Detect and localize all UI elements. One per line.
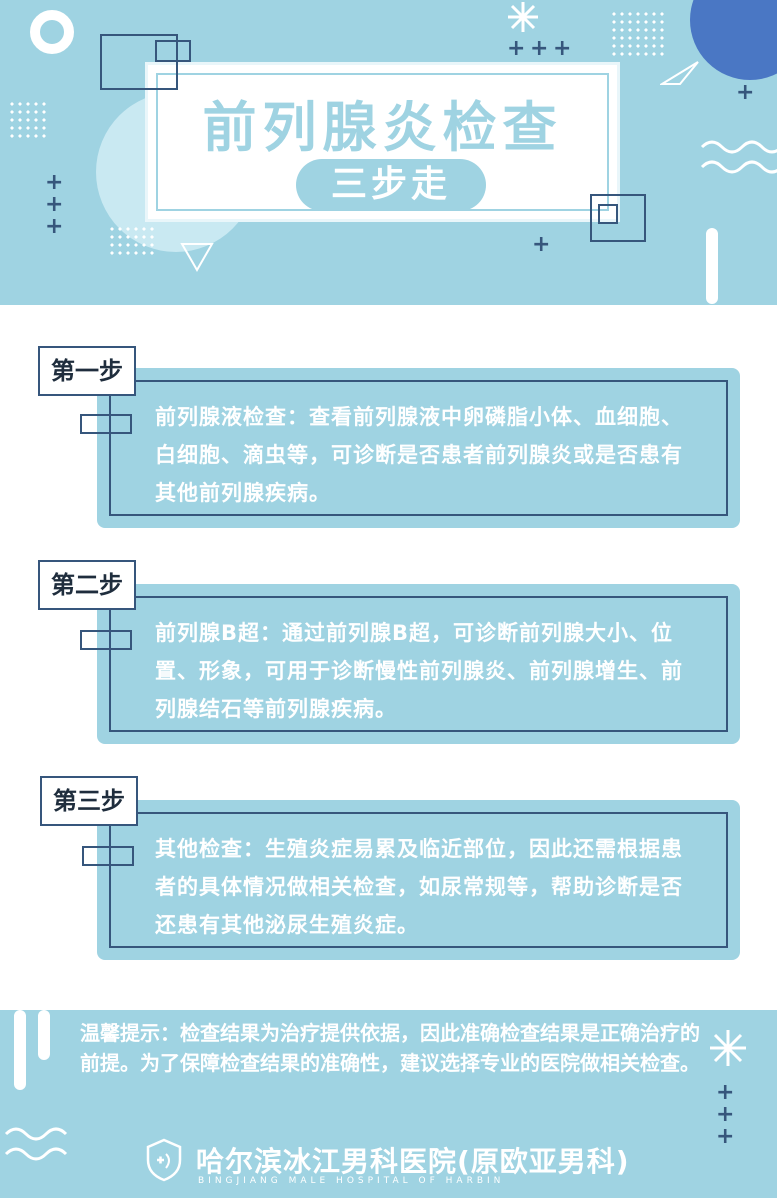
decor-asterisk (710, 1030, 746, 1066)
decor-square (100, 34, 178, 90)
step-3-label: 第三步 (40, 776, 138, 826)
plus-icon: + (553, 36, 572, 61)
step-2-label: 第二步 (38, 560, 136, 610)
plus-icon: + (532, 232, 551, 257)
page-subtitle: 三步走 (296, 159, 486, 211)
decor-square (155, 40, 191, 62)
decor-wave (4, 1127, 68, 1161)
step-card-frame (109, 812, 728, 948)
step-connector (80, 630, 132, 650)
title-card: 前列腺炎检查 三步走 (145, 62, 620, 222)
plus-icon: + (45, 192, 64, 217)
plus-icon: + (716, 1102, 735, 1127)
plus-icon: + (716, 1080, 735, 1105)
decor-dots (8, 100, 48, 140)
plus-icon: + (45, 214, 64, 239)
step-card-3: 其他检查：生殖炎症易累及临近部位，因此还需根据患者的具体情况做相关检查，如尿常规… (97, 800, 740, 960)
plus-icon: + (736, 80, 755, 105)
step-2-text: 前列腺B超：通过前列腺B超，可诊断前列腺大小、位置、形象，可用于诊断慢性前列腺炎… (155, 621, 683, 721)
decor-bar (38, 1010, 50, 1060)
decor-triangle (660, 61, 699, 85)
step-card-2: 前列腺B超：通过前列腺B超，可诊断前列腺大小、位置、形象，可用于诊断慢性前列腺炎… (97, 584, 740, 744)
hospital-shield-icon (146, 1138, 182, 1182)
hospital-name-en: BINGJIANG MALE HOSPITAL OF HARBIN (198, 1176, 505, 1186)
step-1-label: 第一步 (38, 346, 136, 396)
plus-icon: + (507, 36, 526, 61)
decor-wave (700, 140, 777, 174)
page-title: 前列腺炎检查 (202, 96, 563, 159)
decor-bar (706, 228, 718, 304)
decor-dots (610, 10, 666, 58)
step-connector (82, 846, 134, 866)
decor-square (590, 194, 646, 242)
plus-icon: + (716, 1124, 735, 1149)
step-card-frame (109, 380, 728, 516)
decor-asterisk (508, 2, 538, 32)
step-3-text: 其他检查：生殖炎症易累及临近部位，因此还需根据患者的具体情况做相关检查，如尿常规… (155, 837, 683, 937)
step-card-1: 前列腺液检查：查看前列腺液中卵磷脂小体、血细胞、白细胞、滴虫等，可诊断是否患者前… (97, 368, 740, 528)
decor-square (598, 204, 618, 224)
decor-dots (108, 225, 156, 257)
step-card-frame (109, 596, 728, 732)
decor-triangle (180, 243, 214, 273)
plus-icon: + (530, 36, 549, 61)
decor-ring (30, 10, 74, 54)
plus-icon: + (45, 170, 64, 195)
hospital-name: 哈尔滨冰江男科医院(原欧亚男科) (196, 1145, 630, 1178)
footer-band (0, 1010, 777, 1198)
tip-text: 温馨提示：检查结果为治疗提供依据，因此准确检查结果是正确治疗的前提。为了保障检查… (80, 1021, 700, 1075)
step-1-text: 前列腺液检查：查看前列腺液中卵磷脂小体、血细胞、白细胞、滴虫等，可诊断是否患者前… (155, 405, 683, 505)
step-connector (80, 414, 132, 434)
decor-bar (14, 1010, 26, 1090)
